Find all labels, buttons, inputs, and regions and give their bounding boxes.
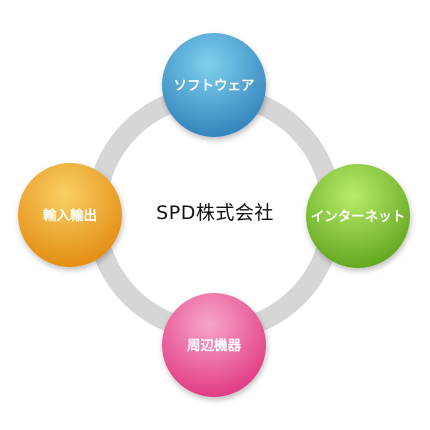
node-software-circle [162, 33, 266, 137]
node-import-export: 輸入輸出 [18, 163, 122, 267]
node-internet-circle [306, 164, 410, 268]
node-internet-label: インターネット [311, 209, 406, 225]
node-peripherals-circle [162, 293, 266, 397]
node-internet: インターネット [306, 164, 410, 268]
node-import-export-circle [18, 163, 122, 267]
node-peripherals-label: 周辺機器 [187, 337, 241, 354]
node-import-export-label: 輸入輸出 [43, 207, 97, 224]
node-software-label: ソフトウェア [174, 78, 255, 94]
node-software: ソフトウェア [162, 33, 266, 137]
center-label: SPD株式会社 [156, 202, 274, 224]
node-peripherals: 周辺機器 [162, 293, 266, 397]
